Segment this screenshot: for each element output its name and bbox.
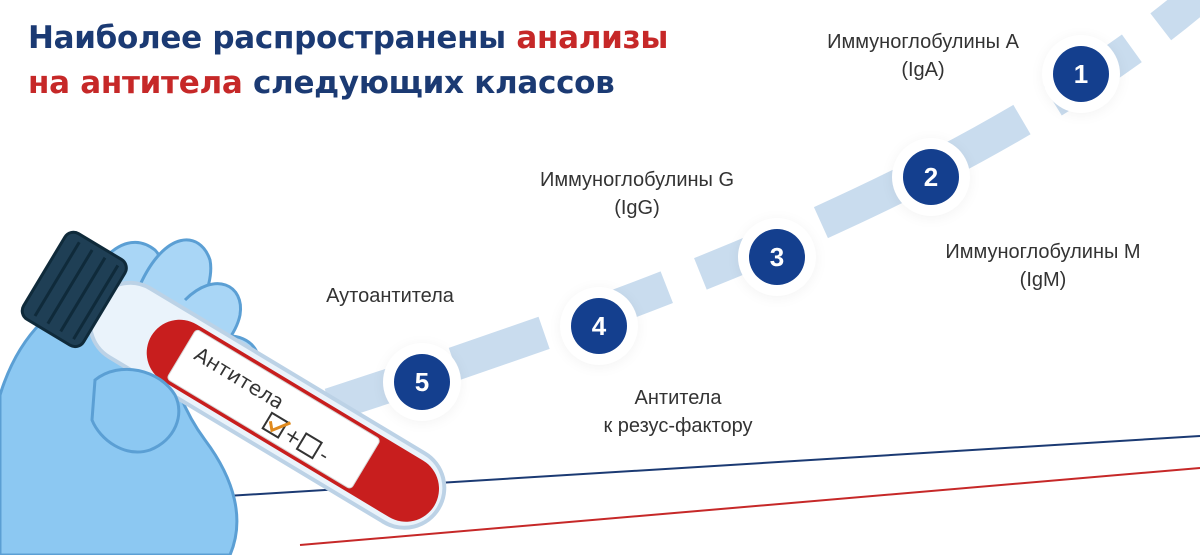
step-label-1: Иммуноглобулины А (IgA) bbox=[788, 28, 1058, 84]
test-tube-icon: Антитела + - bbox=[20, 230, 447, 530]
step-badge-3: 3 bbox=[749, 229, 805, 285]
step-badge-5: 5 bbox=[394, 354, 450, 410]
title-part-1: Наиболее распространены bbox=[28, 20, 517, 56]
step-label-4-line-2: к резус-фактору bbox=[603, 415, 753, 437]
step-label-5-line-1: Аутоантитела bbox=[326, 285, 454, 307]
step-label-2: Иммуноглобулины М (IgM) bbox=[908, 238, 1178, 294]
step-label-1-line-1: Иммуноглобулины А bbox=[827, 31, 1019, 53]
tube-sticker bbox=[167, 329, 380, 489]
step-label-3-line-1: Иммуноглобулины G bbox=[539, 169, 735, 191]
glove-thumb bbox=[90, 367, 181, 454]
title-part-4: следующих классов bbox=[242, 65, 615, 101]
checkbox-checked-icon bbox=[261, 411, 289, 439]
step-label-3: Иммуноглобулины G (IgG) bbox=[502, 166, 772, 222]
step-label-1-line-2: (IgA) bbox=[901, 59, 945, 81]
tube-cap bbox=[20, 230, 128, 349]
step-label-2-line-1: Иммуноглобулины М bbox=[945, 241, 1141, 263]
step-badge-2: 2 bbox=[903, 149, 959, 205]
check-mark bbox=[268, 421, 292, 433]
red-baseline bbox=[299, 467, 1200, 546]
step-label-5: Аутоантитела bbox=[290, 282, 490, 310]
step-label-4: Антитела к резус-фактору bbox=[553, 384, 803, 440]
step-label-4-line-1: Антитела bbox=[634, 387, 722, 409]
page-title: Наиболее распространены анализы на антит… bbox=[28, 16, 668, 106]
checkbox-empty-icon bbox=[295, 432, 324, 460]
title-part-2: анализы bbox=[516, 20, 669, 56]
title-part-3: на антитела bbox=[28, 65, 243, 101]
step-badge-4: 4 bbox=[571, 298, 627, 354]
step-label-3-line-2: (IgG) bbox=[614, 197, 660, 219]
step-label-2-line-2: (IgM) bbox=[1019, 269, 1067, 291]
step-badge-1: 1 bbox=[1053, 46, 1109, 102]
